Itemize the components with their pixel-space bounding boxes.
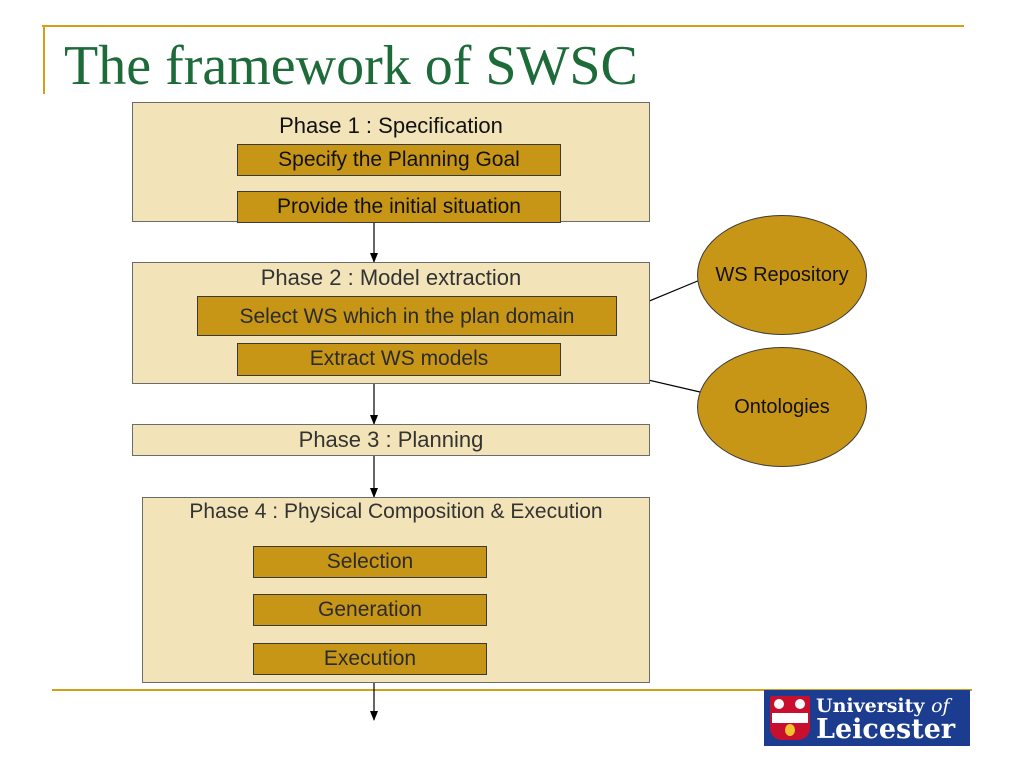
step-provide-initial-situation: Provide the initial situation <box>237 191 561 223</box>
phase-2-title: Phase 2 : Model extraction <box>260 265 522 290</box>
logo-leicester-text: Leicester <box>816 714 956 745</box>
step-extract-ws-models: Extract WS models <box>237 343 561 376</box>
phase-1-box: Phase 1 : Specification <box>132 102 650 222</box>
step-generation: Generation <box>253 594 487 626</box>
phase-3-box: Phase 3 : Planning <box>132 424 650 456</box>
university-logo: University of Leicester <box>764 690 970 746</box>
ontologies-oval: Ontologies <box>697 347 867 467</box>
slide-title: The framework of SWSC <box>64 35 638 97</box>
phase-4-title: Phase 4 : Physical Composition & Executi… <box>189 500 603 523</box>
step-select-ws: Select WS which in the plan domain <box>197 296 617 336</box>
crest-icon <box>770 696 810 740</box>
step-execution: Execution <box>253 643 487 675</box>
ws-repository-oval: WS Repository <box>697 215 867 335</box>
logo-university-text: University of <box>816 695 950 717</box>
phase-3-title: Phase 3 : Planning <box>298 427 484 452</box>
step-specify-goal: Specify the Planning Goal <box>237 144 561 176</box>
phase-1-title: Phase 1 : Specification <box>279 113 503 138</box>
step-selection: Selection <box>253 546 487 578</box>
